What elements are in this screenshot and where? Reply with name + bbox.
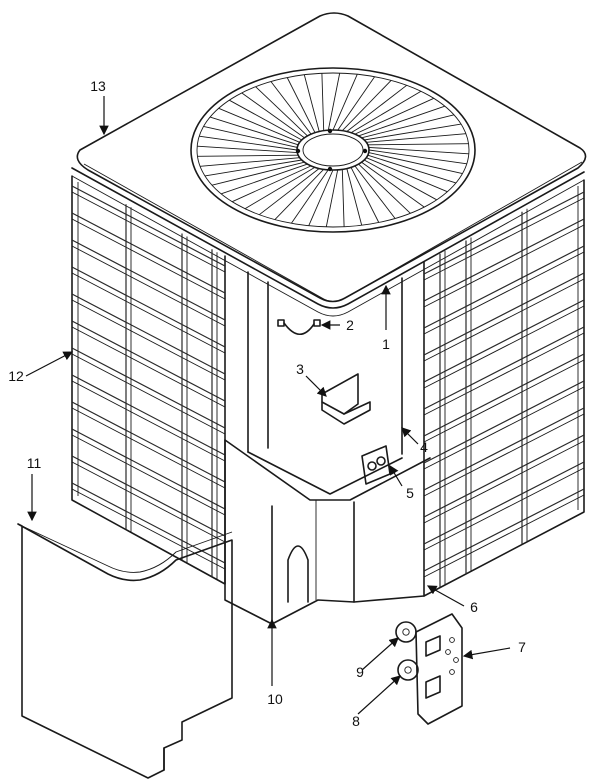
- mounting-plate: [415, 613, 463, 725]
- callout-3: 3: [296, 361, 304, 377]
- callout-13: 13: [90, 78, 106, 94]
- callout-11: 11: [27, 455, 42, 471]
- left-coil-guard: [71, 175, 226, 585]
- callout-8: 8: [352, 713, 360, 729]
- right-coil-guard: [423, 179, 585, 597]
- callout-labels: 1 2 3 4 5 6 7 8 9 10 11 12 13: [8, 78, 526, 729]
- fan-grille: [190, 67, 476, 233]
- service-panel: [17, 523, 233, 779]
- callout-12: 12: [8, 368, 24, 384]
- grommet-8: [397, 659, 419, 681]
- callout-2: 2: [346, 317, 354, 333]
- grommet-9: [395, 621, 417, 643]
- callout-10: 10: [267, 691, 283, 707]
- leader-lines: [25, 96, 511, 715]
- part-5-plate: [361, 445, 391, 485]
- cabinet-interior: [224, 271, 431, 625]
- callout-1: 1: [382, 336, 390, 352]
- callout-7: 7: [518, 639, 526, 655]
- callout-9: 9: [356, 664, 364, 680]
- top-cover: [71, 12, 587, 317]
- part-2-clip: [277, 319, 321, 336]
- callout-6: 6: [470, 599, 478, 615]
- part-3-bracket: [321, 373, 371, 425]
- callout-4: 4: [420, 439, 428, 455]
- callout-5: 5: [406, 485, 414, 501]
